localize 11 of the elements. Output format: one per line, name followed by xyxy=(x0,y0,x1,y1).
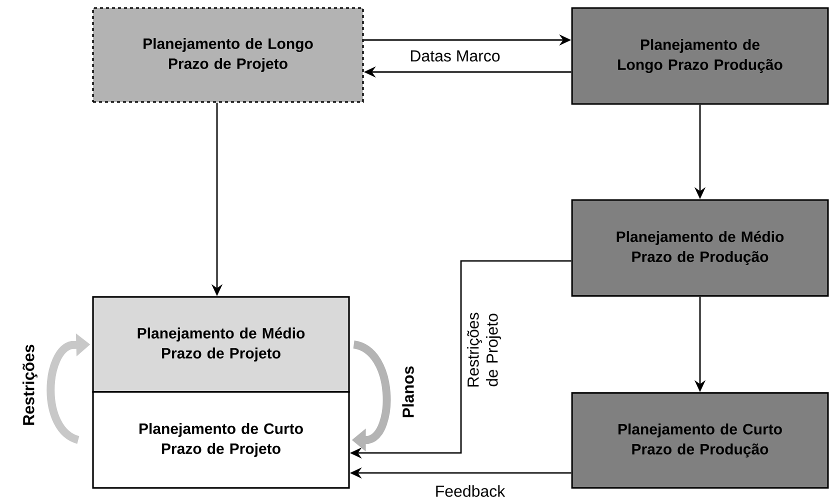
process-box: Planejamento de Longo Prazo de Projeto xyxy=(92,7,364,103)
edge-label: Restrições xyxy=(22,344,38,425)
edge-label: Feedback xyxy=(434,484,506,498)
process-box: Planejamento de Médio Prazo de Projeto xyxy=(92,296,350,393)
edge-label: Restrições de Projeto xyxy=(467,312,501,386)
process-box: Planejamento de Curto Prazo de Projeto xyxy=(92,391,350,489)
process-box: Planejamento de Longo Prazo Produção xyxy=(571,7,829,105)
process-box: Planejamento de Médio Prazo de Produção xyxy=(571,199,829,297)
edge-label: Datas Marco xyxy=(408,49,502,63)
edge-label: Planos xyxy=(402,366,414,418)
process-box: Planejamento de Curto Prazo de Produção xyxy=(571,392,829,489)
